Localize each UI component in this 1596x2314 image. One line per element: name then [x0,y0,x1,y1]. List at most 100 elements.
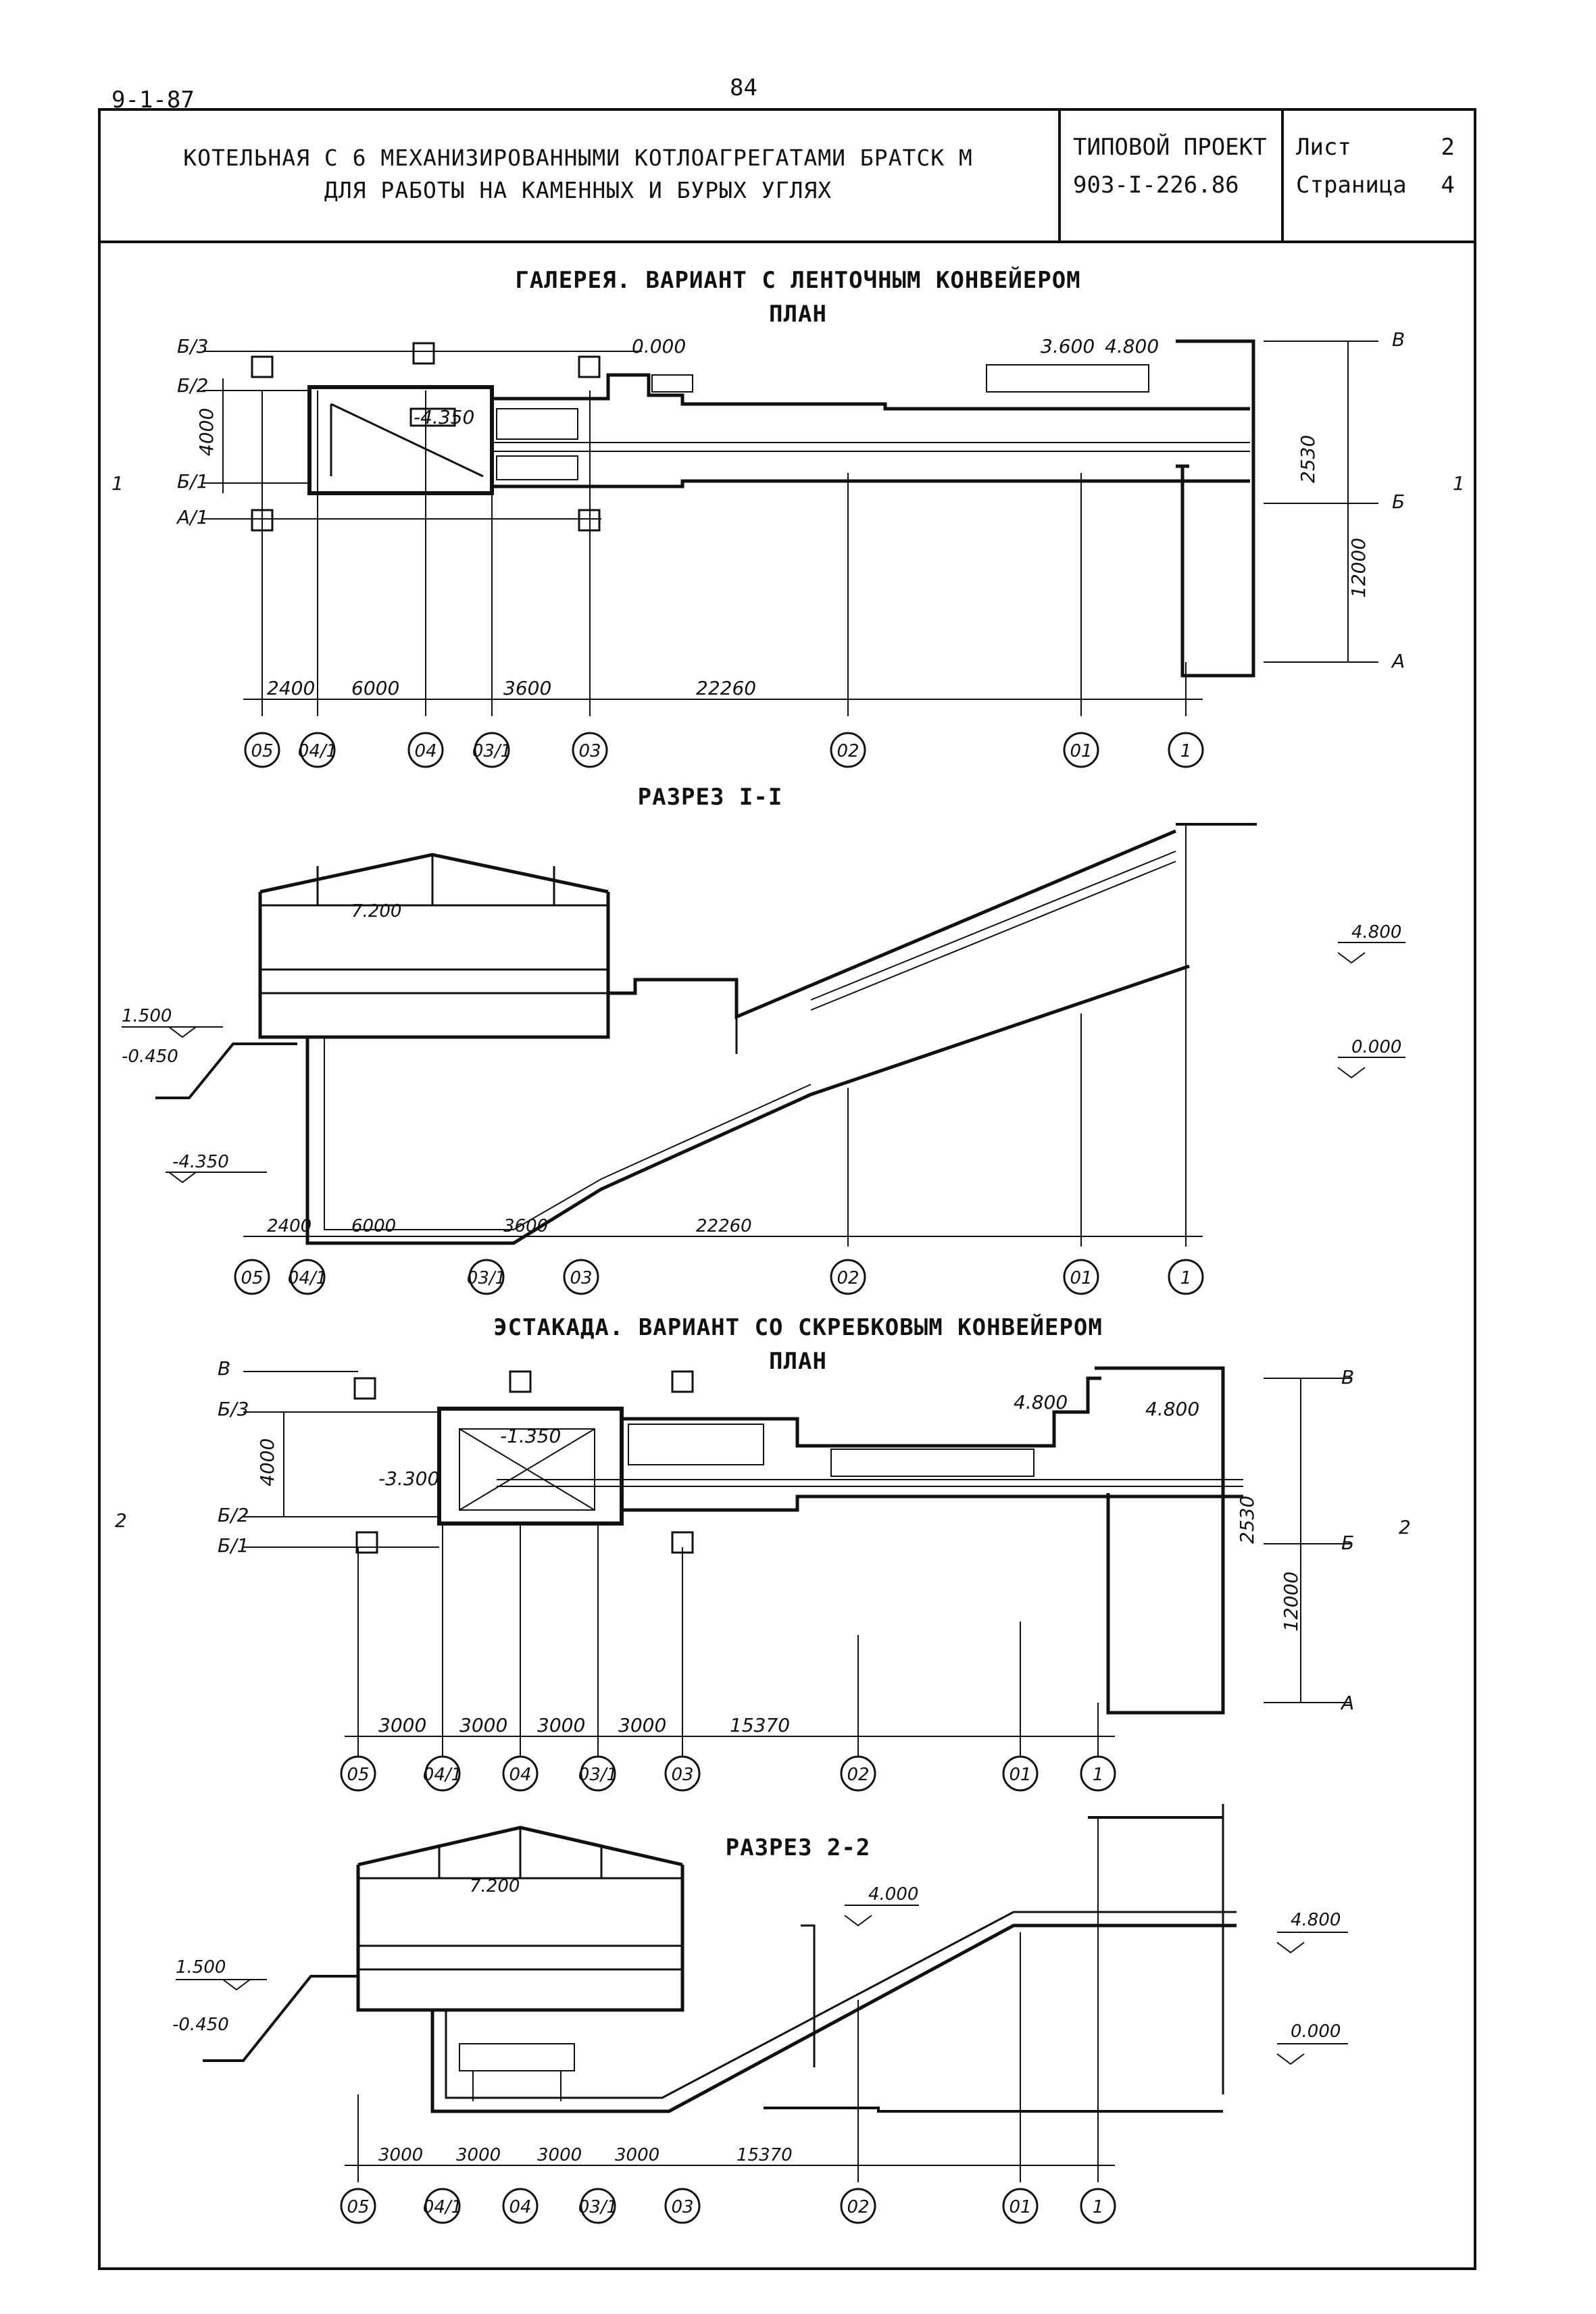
axis-bubble-label: 03/1 [467,1268,506,1288]
page-number: 84 [730,74,757,101]
axis-bubble-label: 04 [509,2197,531,2217]
elevation-label: 4.000 [868,1884,918,1905]
elevation-label: 4.800 [1291,1910,1341,1930]
axis-bubble-label: 04/1 [423,2197,462,2217]
drawing-title-line2: ДЛЯ РАБОТЫ НА КАМЕННЫХ И БУРЫХ УГЛЯХ [324,177,832,203]
axis-bubble-label: 03/1 [578,2197,618,2217]
section2-title: РАЗРЕЗ 2-2 [725,1834,871,1861]
project-code: 903-I-226.86 [1073,172,1239,199]
dimension-label: 3000 [618,1714,666,1736]
drawing-frame [98,108,1476,2270]
dimension-label: 3000 [459,1714,507,1736]
axis-bubble-label: 04/1 [288,1268,327,1288]
elevation-label: 0.000 [1351,1037,1401,1057]
title-block-project: ТИПОВОЙ ПРОЕКТ 903-I-226.86 [1061,108,1284,241]
dimension-label: 15370 [730,1714,790,1736]
section2-axis-bubbles [340,2188,1116,2224]
axis-bubble-label: 03/1 [578,1765,618,1785]
elevation-label: 4.800 [1351,922,1401,942]
section2-drawing [176,1804,1348,2182]
trestle-plan [243,1366,1351,1757]
axis-bubble-label: 05 [241,1268,263,1288]
trestle-title: ЭСТАКАДА. ВАРИАНТ СО СКРЕБКОВЫМ КОНВЕЙЕР… [493,1314,1103,1341]
trestle-plan-title: ПЛАН [769,1348,827,1375]
axis-label: В [1341,1366,1354,1388]
page-value: 4 [1441,172,1455,199]
dimension-label: 3000 [537,2145,582,2165]
drawing-title-line1: КОТЕЛЬНАЯ С 6 МЕХАНИЗИРОВАННЫМИ КОТЛОАГР… [183,145,973,171]
dimension-label: 3600 [503,1216,548,1236]
axis-bubble-label: 02 [837,741,859,761]
elevation-label: 7.200 [351,901,401,922]
elevation-label: 4.800 [1014,1391,1068,1413]
dimension-label: 3000 [615,2145,659,2165]
pit-mark-box [409,407,456,427]
dimension-label: 3000 [378,2145,423,2165]
dimension-label: 6000 [351,1216,396,1236]
elevation-label: -3.300 [378,1467,439,1490]
axis-label: Б [1392,491,1405,513]
axis-bubble-label: 03 [578,741,601,761]
cut-mark: 2 [115,1509,127,1532]
axis-label: Б/3 [218,1398,249,1420]
dimension-label: 22260 [696,677,756,699]
axis-bubble-label: 05 [251,741,273,761]
elevation-label: 0.000 [1291,2021,1341,2042]
axis-label: Б/1 [218,1534,249,1557]
column-marker [251,355,274,378]
axis-bubble-label: 01 [1070,741,1092,761]
gallery-plan-title: ПЛАН [769,301,827,328]
dimension-label: 12000 [1347,538,1370,598]
room-mark: 4.800 [1145,1398,1199,1420]
axis-label: А [1340,1692,1354,1714]
dimension-label: 2400 [267,677,315,699]
axis-label: Б/2 [218,1504,249,1526]
elevation-label: 0.000 [632,335,686,357]
axis-bubble-label: 01 [1009,1765,1031,1785]
gallery-plan [203,339,1378,716]
dimension-label: 3000 [537,1714,585,1736]
dimension-label: 3000 [378,1714,426,1736]
axis-bubble-label: 04/1 [298,741,337,761]
receiving-pit-outline [307,385,494,495]
section1-title: РАЗРЕЗ I-I [637,784,783,811]
axis-bubble-label: 04 [509,1765,531,1785]
axis-label: Б/1 [177,470,208,493]
axis-label: В [218,1357,230,1380]
page-label: Страница [1296,172,1407,199]
axis-bubble-label: 02 [847,2197,869,2217]
axis-bubble-label: 02 [847,1765,869,1785]
dimension-label: 12000 [1280,1571,1302,1632]
axis-label: В [1392,328,1405,351]
axis-label: А [1391,650,1405,672]
axis-bubble-label: 02 [837,1268,859,1288]
gallery-title: ГАЛЕРЕЯ. ВАРИАНТ С ЛЕНТОЧНЫМ КОНВЕЙЕРОМ [515,267,1081,294]
dimension-label: 6000 [351,677,399,699]
cut-mark: 1 [1453,472,1465,495]
dimension-label: 15370 [737,2145,793,2165]
axis-label: Б/2 [177,374,208,397]
axis-label: Б/3 [177,335,208,357]
elevation-label: -0.450 [172,2015,229,2035]
axis-bubble-label: 01 [1009,2197,1031,2217]
project-label: ТИПОВОЙ ПРОЕКТ [1073,134,1267,161]
axis-bubble-label: 05 [347,2197,369,2217]
elevation-label: -0.450 [122,1047,178,1067]
trestle-pit-outline [437,1407,624,1526]
elevation-label: -4.350 [172,1152,229,1172]
column-marker [578,355,601,378]
axis-bubble-label: 1 [1093,1765,1104,1785]
elevation-label: 7.200 [470,1876,520,1896]
axis-bubble-label: 03/1 [472,741,512,761]
axis-bubble-label: 1 [1180,741,1192,761]
dimension-label: 2400 [267,1216,311,1236]
dimension-label: 4000 [256,1438,278,1486]
axis-bubble-label: 1 [1093,2197,1104,2217]
axis-bubble-label: 04/1 [423,1765,462,1785]
section1-axis-bubbles [234,1259,1204,1295]
elevation-label: 3.600 [1041,335,1095,357]
dimension-label: 3000 [456,2145,501,2165]
column-marker [412,342,435,365]
axis-bubble-label: 1 [1180,1268,1192,1288]
